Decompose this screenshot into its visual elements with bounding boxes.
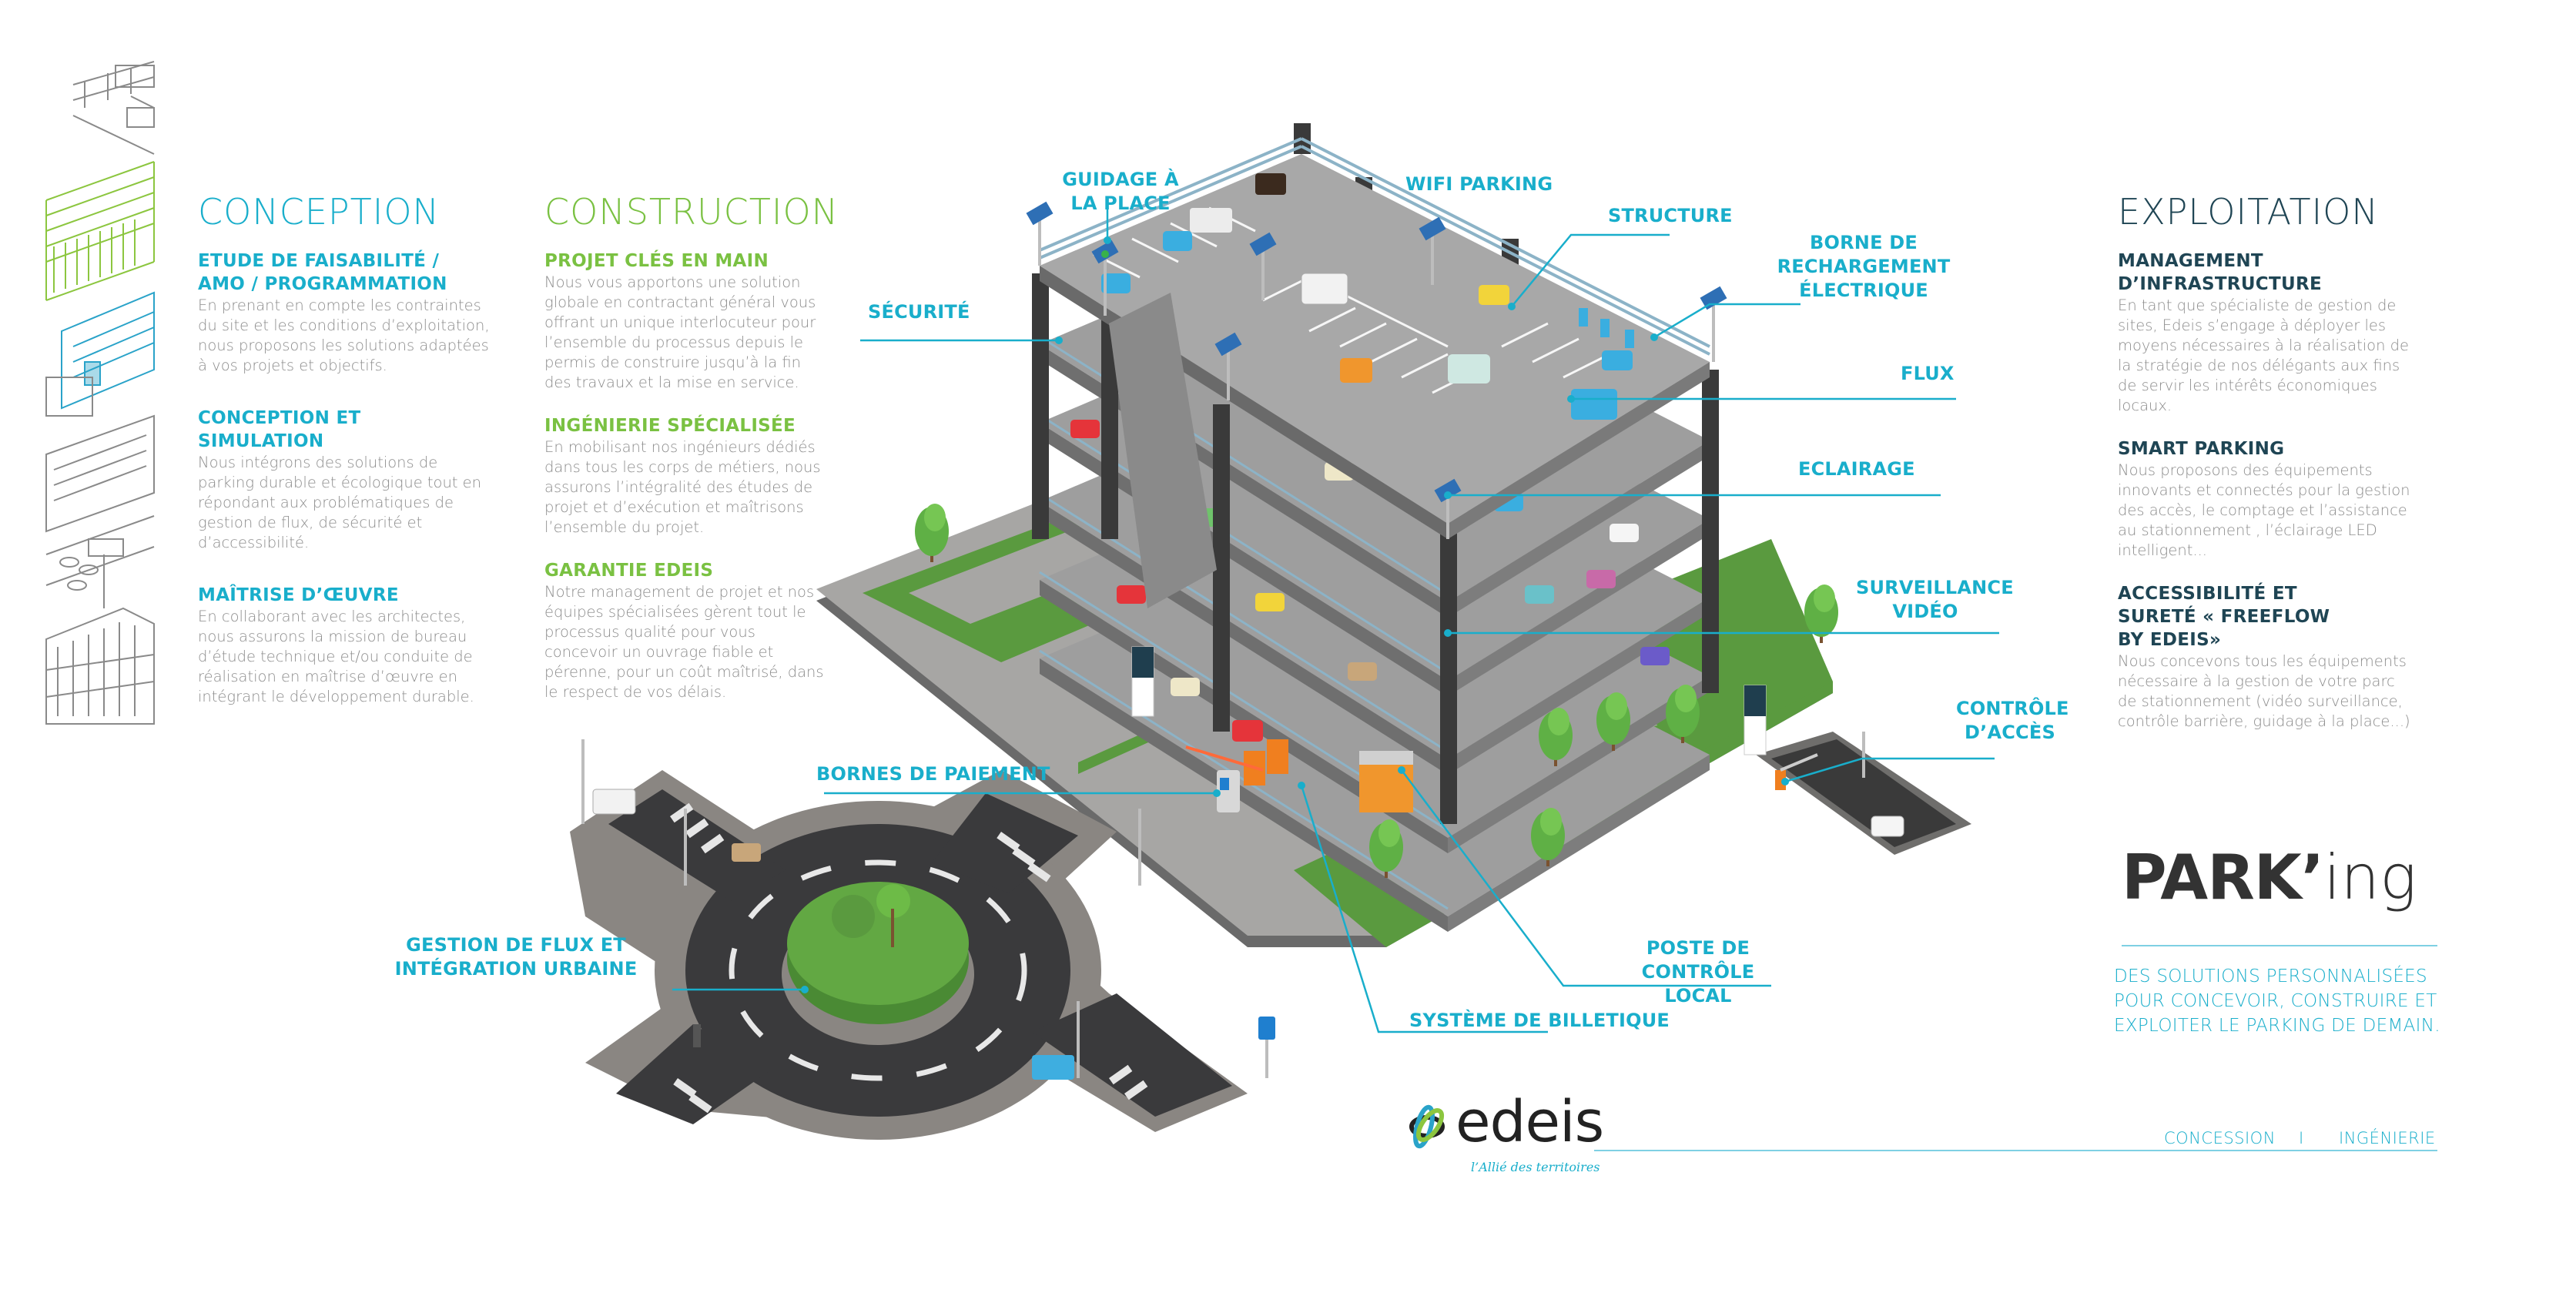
- parking-building: [915, 123, 1904, 932]
- section-maitrise-oeuvre: MAÎTRISE D’ŒUVRE En collaborant avec les…: [198, 584, 491, 707]
- section-ingenierie: INGÉNIERIE SPÉCIALISÉE En mobilisant nos…: [544, 414, 829, 538]
- column-title-construction: CONSTRUCTION: [544, 191, 839, 233]
- section-smart-parking: SMART PARKING Nous proposons des équipem…: [2118, 437, 2410, 561]
- parked-car: [1171, 678, 1200, 696]
- tree: [915, 504, 949, 562]
- column-title-conception: CONCEPTION: [198, 191, 440, 233]
- section-faisabilite: ETUDE DE FAISABILITÉ / AMO / PROGRAMMATI…: [198, 250, 491, 376]
- parked-car: [1586, 570, 1616, 588]
- section-garantie: GARANTIE EDEIS Notre management de proje…: [544, 559, 829, 702]
- parked-car: [1070, 420, 1100, 438]
- parked-car: [1255, 593, 1285, 611]
- callout-gestion-flux: GESTION DE FLUX ET INTÉGRATION URBAINE: [394, 934, 638, 980]
- parked-car: [1525, 585, 1554, 604]
- edeis-logo-icon: [1409, 1104, 1445, 1149]
- pillar: [1440, 531, 1457, 824]
- section-body: En mobilisant nos ingénieurs dédiés dans…: [544, 438, 821, 536]
- pillar: [1101, 316, 1118, 539]
- section-heading: CONCEPTION ET SIMULATION: [198, 408, 361, 451]
- parked-car: [1640, 647, 1670, 665]
- footer-link-ingenierie[interactable]: INGÉNIERIE: [2339, 1129, 2436, 1147]
- logo-name: edeis: [1455, 1089, 1604, 1155]
- callout-billetique: SYSTÈME DE BILLETIQUE: [1409, 1010, 1670, 1031]
- section-heading: GARANTIE EDEIS: [544, 561, 714, 581]
- parked-car: [1348, 662, 1377, 681]
- section-heading: SMART PARKING: [2118, 439, 2285, 459]
- column-construction: CONSTRUCTION PROJET CLÉS EN MAIN Nous vo…: [544, 191, 839, 733]
- section-simulation: CONCEPTION ET SIMULATION Nous intégrons …: [198, 407, 491, 553]
- section-heading: PROJET CLÉS EN MAIN: [544, 251, 769, 271]
- pillar: [1213, 404, 1230, 732]
- callout-bornes-paiement: BORNES DE PAIEMENT: [816, 763, 1050, 785]
- roundabout: [570, 732, 1865, 1140]
- section-body: Nous intégrons des solutions de parking …: [198, 454, 482, 551]
- section-body: En tant que spécialiste de gestion de si…: [2118, 296, 2410, 414]
- footer-link-concession[interactable]: CONCESSION: [2164, 1129, 2276, 1147]
- callout-poste-controle: POSTE DE CONTRÔLE LOCAL: [1641, 937, 1755, 1007]
- column-title-exploitation: EXPLOITATION: [2118, 191, 2379, 233]
- column-conception: CONCEPTION ETUDE DE FAISABILITÉ / AMO / …: [198, 194, 491, 738]
- brand-title-light: ing: [2323, 842, 2417, 913]
- callout-controle-acces: CONTRÔLE D’ACCÈS: [1956, 698, 2069, 743]
- section-management: MANAGEMENT D’INFRASTRUCTURE En tant que …: [2118, 250, 2410, 416]
- pillar: [1702, 370, 1719, 693]
- section-body: En collaborant avec les architectes, nou…: [198, 608, 474, 705]
- tree: [1531, 808, 1565, 866]
- section-accessibilite: ACCESSIBILITÉ ET SURETÉ « FREEFLOW BY ED…: [2118, 582, 2410, 732]
- city-sketch-strip: [45, 61, 155, 725]
- section-body: Nous vous apportons une solution globale…: [544, 273, 816, 391]
- section-heading: MAÎTRISE D’ŒUVRE: [198, 585, 399, 605]
- brand-title: PARK’ing: [2122, 847, 2417, 909]
- section-heading: MANAGEMENT D’INFRASTRUCTURE: [2118, 251, 2322, 294]
- tree: [1369, 819, 1403, 878]
- callout-eclairage: ECLAIRAGE: [1798, 458, 1915, 480]
- callout-securite: SÉCURITÉ: [868, 301, 970, 323]
- callout-structure: STRUCTURE: [1608, 205, 1733, 226]
- section-heading: INGÉNIERIE SPÉCIALISÉE: [544, 416, 796, 436]
- brand-tagline: DES SOLUTIONS PERSONNALISÉES POUR CONCEV…: [2114, 966, 2440, 1036]
- callout-lines: [672, 206, 1999, 1033]
- section-body: Notre management de projet et nos équipe…: [544, 583, 824, 701]
- parked-car: [1117, 585, 1146, 604]
- tree: [1666, 685, 1700, 743]
- section-body: Nous proposons des équipements innovants…: [2118, 461, 2410, 559]
- footer-separator: I: [2299, 1129, 2304, 1147]
- callout-guidage: GUIDAGE À LA PLACE: [1062, 169, 1179, 214]
- callout-flux: FLUX: [1901, 363, 1955, 384]
- section-body: En prenant en compte les contraintes du …: [198, 296, 490, 374]
- brand-title-bold: PARK’: [2122, 842, 2324, 913]
- callout-borne-recharge: BORNE DE RECHARGEMENT ÉLECTRIQUE: [1777, 232, 1951, 301]
- tree: [1804, 585, 1838, 643]
- section-heading: ACCESSIBILITÉ ET SURETÉ « FREEFLOW BY ED…: [2118, 584, 2330, 650]
- tree: [1596, 692, 1630, 751]
- section-heading: ETUDE DE FAISABILITÉ / AMO / PROGRAMMATI…: [198, 251, 447, 294]
- parked-car: [1610, 524, 1639, 542]
- tree: [1539, 708, 1573, 766]
- pillar: [1032, 273, 1049, 539]
- section-body: Nous concevons tous les équipements néce…: [2118, 652, 2410, 730]
- callout-surveillance: SURVEILLANCE VIDÉO: [1856, 577, 2014, 622]
- logo-slogan: l’Allié des territoires: [1471, 1160, 1600, 1174]
- section-cles-en-main: PROJET CLÉS EN MAIN Nous vous apportons …: [544, 250, 829, 393]
- column-exploitation: EXPLOITATION MANAGEMENT D’INFRASTRUCTURE…: [2118, 194, 2410, 762]
- callout-wifi: WIFI PARKING: [1405, 173, 1553, 195]
